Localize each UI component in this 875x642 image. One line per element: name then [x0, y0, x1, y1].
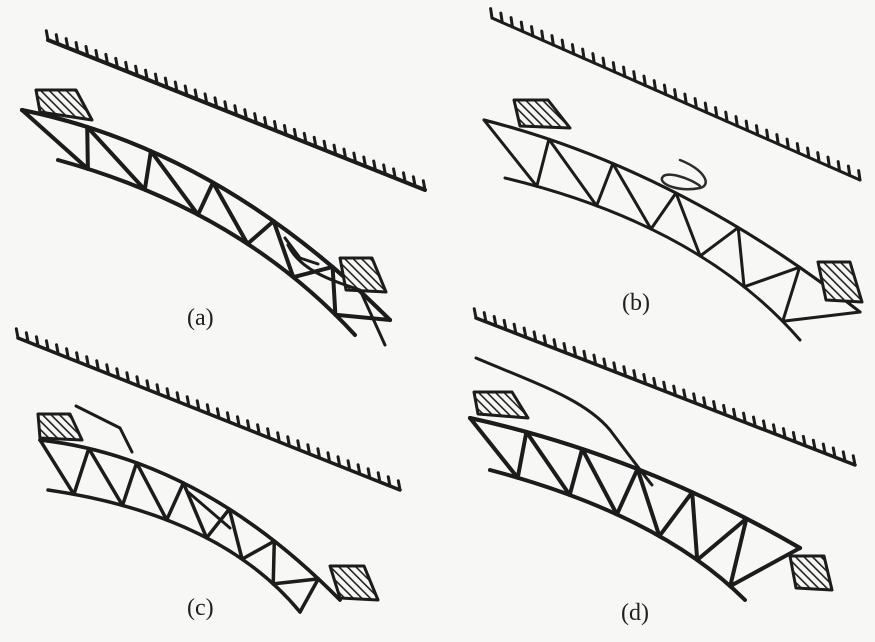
truss-b — [482, 118, 862, 342]
truss-d — [468, 416, 802, 602]
deflected-member-a — [286, 243, 387, 347]
ceiling-a — [44, 29, 427, 192]
truss-a — [20, 108, 392, 337]
top-chord — [468, 416, 802, 550]
loose-loop-b — [660, 158, 707, 191]
caption-a: (a) — [187, 305, 214, 331]
bottom-chord — [46, 488, 302, 614]
ceiling-d — [472, 307, 857, 467]
top-chord — [38, 438, 342, 602]
displaced-member-c — [74, 404, 134, 454]
panel-d — [468, 307, 857, 602]
support-right-a — [338, 256, 388, 294]
web-members — [468, 416, 802, 589]
web-members — [20, 108, 392, 322]
support-left-c — [36, 412, 84, 442]
caption-d: (d) — [621, 600, 649, 626]
caption-b: (b) — [622, 290, 650, 316]
web-members — [482, 118, 862, 323]
bottom-chord — [56, 158, 357, 337]
support-left-a — [34, 88, 94, 122]
support-right-b — [816, 260, 864, 304]
support-left-b — [512, 98, 572, 130]
truss-c — [38, 438, 342, 614]
caption-c: (c) — [187, 595, 214, 621]
panels-layer — [14, 7, 864, 614]
bottom-chord — [488, 468, 747, 602]
ceiling-c — [14, 327, 402, 492]
support-right-d — [788, 554, 834, 592]
panel-c — [14, 327, 402, 614]
top-chord — [482, 118, 862, 314]
sagging-member-d — [474, 356, 654, 487]
support-right-c — [328, 564, 380, 602]
support-left-d — [472, 390, 530, 420]
panel-a — [20, 29, 427, 347]
panel-b — [482, 7, 864, 342]
ceiling-b — [489, 7, 862, 182]
bottom-chord — [503, 176, 802, 342]
web-members — [38, 438, 321, 614]
